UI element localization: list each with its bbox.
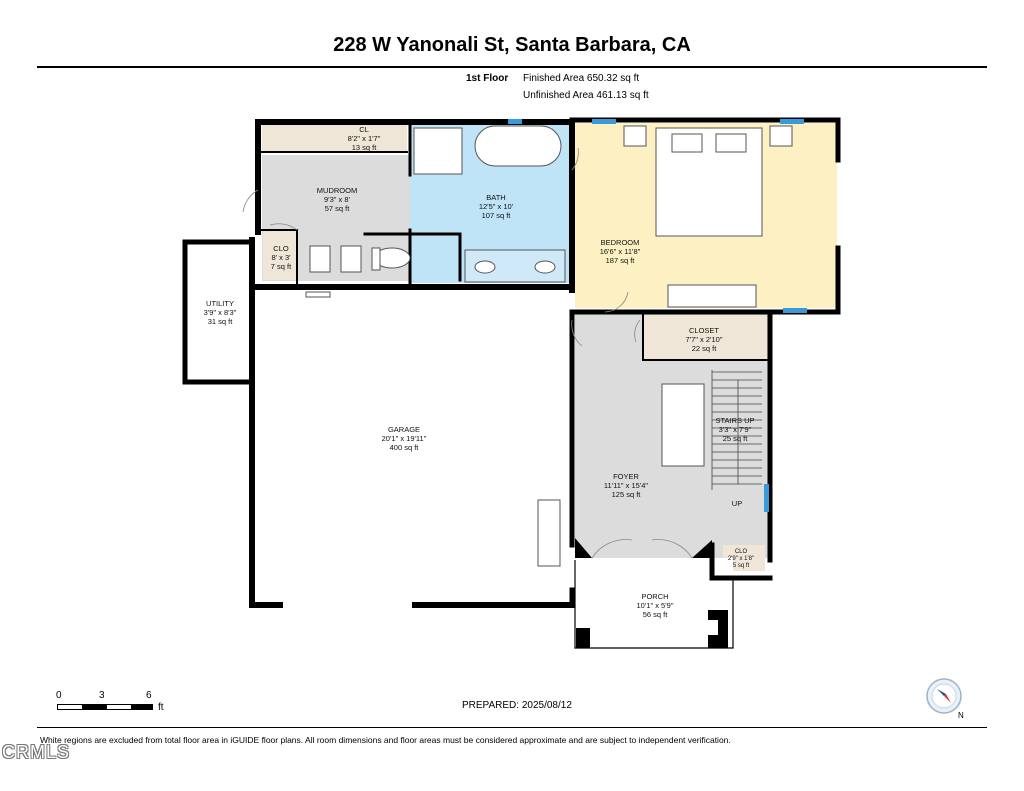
room-area: 56 sq ft (643, 610, 669, 619)
room-dims: 3'3" x 7'9" (719, 425, 752, 434)
room-name: STAIRS UP (715, 416, 754, 425)
watermark-text: CRMLS (2, 742, 71, 762)
room-area: 57 sq ft (325, 204, 351, 213)
room-dims: 11'11" x 15'4" (604, 481, 649, 490)
stairs (711, 370, 762, 490)
fixtures (305, 125, 793, 567)
porch-room (575, 558, 733, 650)
utility-room (187, 244, 250, 382)
room-name: CLOSET (689, 326, 719, 335)
room-name: UTILITY (206, 299, 234, 308)
room-area: 25 sq ft (723, 434, 749, 443)
room-name: CLO (735, 549, 748, 555)
compass-label: N (958, 711, 964, 720)
room-area: 13 sq ft (352, 143, 378, 152)
scale-segment-white (106, 704, 132, 710)
room-name: MUDROOM (317, 186, 357, 195)
room-name: FOYER (613, 472, 639, 481)
room-dims: 10'1" x 5'9" (637, 601, 674, 610)
scale-label: 6 (146, 690, 152, 701)
room-dims: 12'5" x 10' (479, 202, 514, 211)
footer-divider (37, 727, 987, 728)
foyer-corner (692, 540, 712, 558)
floor-name: 1st Floor (466, 73, 509, 84)
cl-room (262, 123, 407, 153)
room-name: BATH (486, 193, 505, 202)
room-dims: 2'9" x 1'8" (728, 556, 754, 562)
room-area: 187 sq ft (606, 256, 636, 265)
room-dims: 16'6" x 11'8" (600, 247, 641, 256)
stairs-up-label: UP (732, 499, 742, 508)
room-area: 22 sq ft (692, 344, 718, 353)
room-area: 400 sq ft (390, 443, 420, 452)
page-title: 228 W Yanonali St, Santa Barbara, CA (333, 34, 691, 56)
unfinished-area: Unfinished Area 461.13 sq ft (523, 90, 649, 101)
room-name: CL (359, 125, 369, 134)
room-dims: 8'2" x 1'7" (348, 134, 381, 143)
porch-post (708, 610, 728, 648)
door-swings (242, 147, 693, 559)
room-area: 31 sq ft (208, 317, 234, 326)
scale-label: 0 (56, 690, 62, 701)
scale-label: 3 (99, 690, 105, 701)
finished-area: Finished Area 650.32 sq ft (523, 73, 640, 84)
room-area: 107 sq ft (482, 211, 512, 220)
north-compass-icon: N (926, 678, 964, 720)
closet-room (643, 315, 767, 359)
walls (182, 117, 841, 608)
scale-bar: 0 3 6 ft (52, 690, 172, 718)
porch-post (576, 628, 590, 648)
windows (508, 119, 807, 512)
room-dims: 20'1" x 19'11" (382, 434, 427, 443)
scale-unit: ft (158, 702, 164, 713)
room-dims: 3'9" x 8'3" (204, 308, 237, 317)
prepared-date: PREPARED: 2025/08/12 (462, 700, 572, 711)
room-name: CLO (273, 244, 289, 253)
room-area: 5 sq ft (733, 563, 750, 569)
scale-segment-black (82, 704, 106, 710)
porch-outline (574, 560, 734, 649)
foyer-corner (575, 538, 592, 558)
title-divider (37, 66, 987, 68)
clo-room (263, 230, 297, 280)
scale-segment-black (131, 704, 153, 710)
room-name: GARAGE (388, 425, 420, 434)
room-dims: 9'3" x 8' (324, 195, 351, 204)
room-name: PORCH (641, 592, 668, 601)
room-area: 125 sq ft (612, 490, 642, 499)
disclaimer: White regions are excluded from total fl… (40, 735, 731, 745)
room-area: 7 sq ft (271, 262, 292, 271)
room-dims: 8' x 3' (271, 253, 291, 262)
room-dims: 7'7" x 2'10" (686, 335, 723, 344)
room-name: BEDROOM (601, 238, 640, 247)
scale-segment-white (57, 704, 83, 710)
garage-room (255, 288, 570, 603)
